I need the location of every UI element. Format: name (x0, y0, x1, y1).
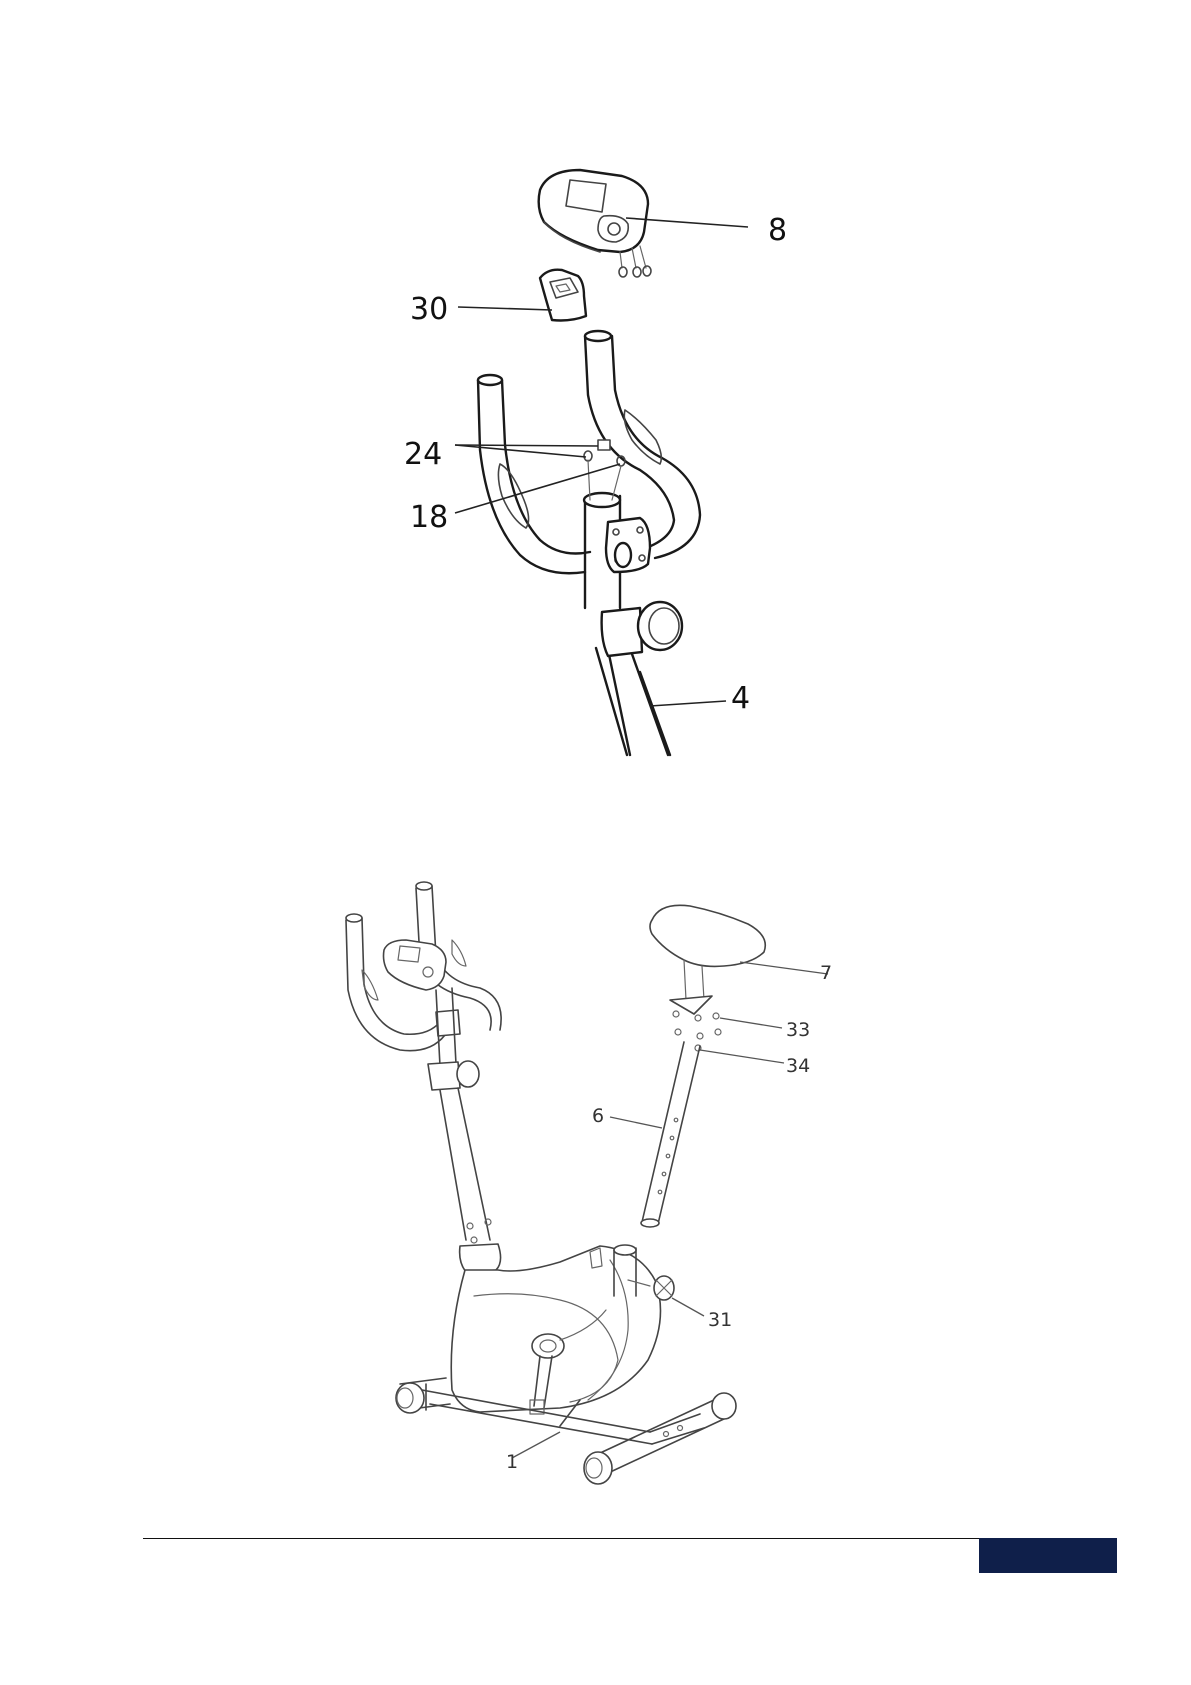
label-24: 24 (404, 437, 442, 472)
footer-rule (143, 1538, 995, 1539)
adjust-knob-top (602, 602, 682, 656)
hardware-top (584, 440, 625, 500)
seat-post-part (641, 1042, 700, 1227)
label-8: 8 (768, 213, 787, 248)
label-31: 31 (708, 1309, 732, 1331)
top-diagram: 8 30 24 18 4 (404, 170, 787, 755)
seat-hardware (673, 1011, 721, 1051)
body-housing (451, 1244, 660, 1414)
label-1: 1 (506, 1451, 518, 1473)
label-34: 34 (786, 1055, 810, 1077)
seat-part (650, 905, 765, 1014)
console-part (539, 170, 651, 277)
footer-badge (979, 1538, 1117, 1573)
label-6: 6 (592, 1105, 604, 1127)
console-cover-part (540, 270, 586, 321)
label-33: 33 (786, 1019, 810, 1041)
handlebar-part (478, 331, 700, 573)
label-4: 4 (731, 681, 750, 716)
label-7: 7 (820, 962, 832, 984)
label-30: 30 (410, 292, 448, 327)
bottom-diagram: 7 33 34 6 31 1 (346, 882, 832, 1484)
label-18: 18 (410, 500, 448, 535)
mini-console (384, 940, 447, 990)
